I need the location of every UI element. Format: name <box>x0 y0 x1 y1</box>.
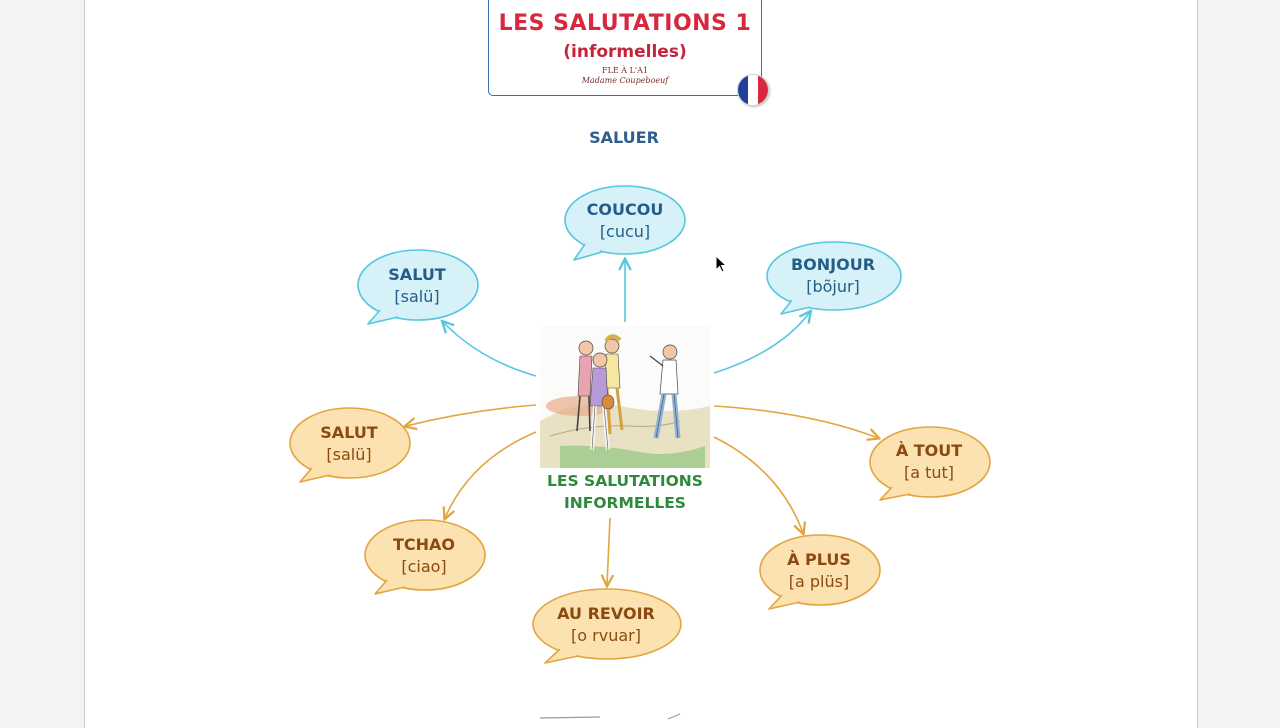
word-salut-orange: SALUT <box>320 423 378 442</box>
bubble-label-aurevoir: AU REVOIR [o rvuar] <box>526 603 686 647</box>
arrow-salut-orange <box>406 404 537 426</box>
mouse-pointer-icon <box>715 255 728 273</box>
word-aurevoir: AU REVOIR <box>557 604 655 623</box>
bubble-atout <box>869 426 991 501</box>
bubble-label-atout: À TOUT [a tut] <box>849 440 1009 484</box>
bubble-label-coucou: COUCOU [cucu] <box>545 199 705 243</box>
arrow-aurevoir <box>607 517 610 585</box>
arrow-aplus <box>713 436 803 533</box>
phonetic-atout: [a tut] <box>903 463 955 482</box>
word-bonjour: BONJOUR <box>790 255 876 274</box>
arrow-salut-blue <box>443 322 537 377</box>
section-title: SALUER <box>589 128 659 147</box>
bubble-label-aplus: À PLUS [a plüs] <box>739 549 899 593</box>
title-box: LES SALUTATIONS 1 (informelles) FLE À L'… <box>488 0 762 96</box>
center-label-line2: INFORMELLES <box>564 494 686 512</box>
bubble-label-salut-orange: SALUT [salü] <box>269 422 429 466</box>
bubble-bonjour <box>766 241 902 315</box>
phonetic-aplus: [a plüs] <box>788 572 850 591</box>
next-section-hint <box>539 713 681 720</box>
bubble-salut-blue <box>357 249 479 325</box>
word-atout: À TOUT <box>895 441 963 460</box>
bubble-coucou <box>564 185 686 261</box>
word-salut-blue: SALUT <box>388 265 446 284</box>
author-label: Madame Coupeboeuf <box>581 76 669 85</box>
bubble-label-bonjour: BONJOUR [bõjur] <box>753 254 913 298</box>
arrow-atout <box>713 405 878 438</box>
page-subtitle: (informelles) <box>563 42 687 62</box>
bubble-salut-orange <box>289 407 411 483</box>
phonetic-coucou: [cucu] <box>599 222 651 241</box>
bubble-label-tchao: TCHAO [ciao] <box>344 534 504 578</box>
arrow-tchao <box>445 431 537 518</box>
bubble-aplus <box>759 534 881 610</box>
phonetic-salut-orange: [salü] <box>326 445 372 464</box>
word-aplus: À PLUS <box>787 550 851 569</box>
friends-greeting-illustration <box>540 326 710 468</box>
arrow-bonjour <box>713 312 810 374</box>
center-label: LES SALUTATIONS INFORMELLES <box>510 470 740 514</box>
phonetic-salut-blue: [salü] <box>394 287 440 306</box>
phonetic-bonjour: [bõjur] <box>806 277 860 296</box>
level-label: FLE À L'A1 <box>602 66 648 75</box>
bubble-label-salut-blue: SALUT [salü] <box>337 264 497 308</box>
word-coucou: COUCOU <box>586 200 664 219</box>
phonetic-aurevoir: [o rvuar] <box>571 626 641 645</box>
french-flag-icon <box>737 74 769 106</box>
center-label-line1: LES SALUTATIONS <box>547 472 703 490</box>
bubble-tchao <box>364 519 486 595</box>
word-tchao: TCHAO <box>392 535 456 554</box>
page-title: LES SALUTATIONS 1 <box>498 11 752 36</box>
phonetic-tchao: [ciao] <box>401 557 447 576</box>
bubble-aurevoir <box>532 588 682 664</box>
